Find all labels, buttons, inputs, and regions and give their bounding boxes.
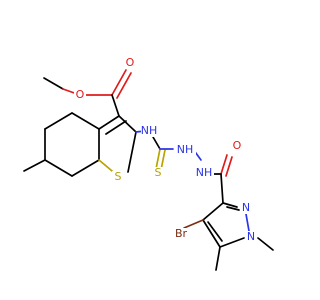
bond-thiophene-c2-s	[127, 131, 137, 173]
bond-amide-to-pyrazole	[220, 173, 224, 204]
atom-oxygen-ester-single: O	[76, 88, 85, 101]
bond-nh-thiocarbon	[152, 136, 161, 150]
bond-pyrazole-n1-n2	[245, 213, 250, 232]
bond-amide-o-b	[225, 156, 233, 177]
atom-nitrogen-hydrazine-right: NH	[196, 166, 213, 179]
bond-thiophene-double	[105, 120, 127, 135]
bond-c7a-c7	[71, 159, 100, 177]
bond-carbonyl-a	[111, 69, 127, 96]
atom-sulfur-thione: S	[155, 166, 162, 179]
bond-carbonyl-b	[116, 72, 132, 99]
atom-sulfur-ring: S	[115, 170, 122, 183]
atom-oxygen-ester-carbonyl: O	[126, 56, 135, 69]
bond-c5-c4	[44, 112, 73, 130]
atom-label-layer: O O S NH NH NH S O N N Br	[74, 56, 257, 243]
molecule-structure: O O S NH NH NH S O N N Br	[23, 56, 274, 271]
bond-c7-c6	[44, 159, 73, 177]
bond-c4-br	[183, 219, 204, 229]
bond-thione-b	[160, 149, 166, 171]
bond-n1-methyl	[257, 237, 274, 251]
atom-bromine: Br	[175, 227, 188, 240]
bond-c5-methyl	[215, 246, 221, 271]
atom-nitrogen-pyrazole-1: N	[247, 230, 255, 243]
bond-pyrazole-c4-c5	[202, 219, 221, 248]
bond-ester-c3	[111, 94, 120, 117]
bond-c3-c3a	[98, 115, 120, 130]
bond-pyrazole-c5-n1	[219, 237, 245, 248]
bond-ester-methyl	[43, 77, 64, 90]
bond-pyrazole-c3-c4	[202, 202, 224, 221]
bond-pyrazole-double-b	[226, 206, 240, 211]
bond-c6-methyl	[23, 159, 46, 172]
bond-thiophene-c3-c2	[118, 115, 137, 133]
atom-nitrogen-hydrazine-left: NH	[177, 143, 194, 156]
atom-nitrogen-pyrazole-2: N	[242, 201, 250, 214]
bond-layer	[23, 69, 274, 271]
bond-c4-c3a	[71, 112, 100, 130]
bond-thione-a	[155, 148, 161, 170]
bond-pyrazole-n2-c3	[222, 202, 238, 208]
bond-amide-o-a	[220, 154, 228, 175]
bond-pyrazole-double-a	[207, 221, 223, 242]
atom-oxygen-amide: O	[233, 139, 242, 152]
atom-nitrogen-amine-1: NH	[141, 124, 158, 137]
